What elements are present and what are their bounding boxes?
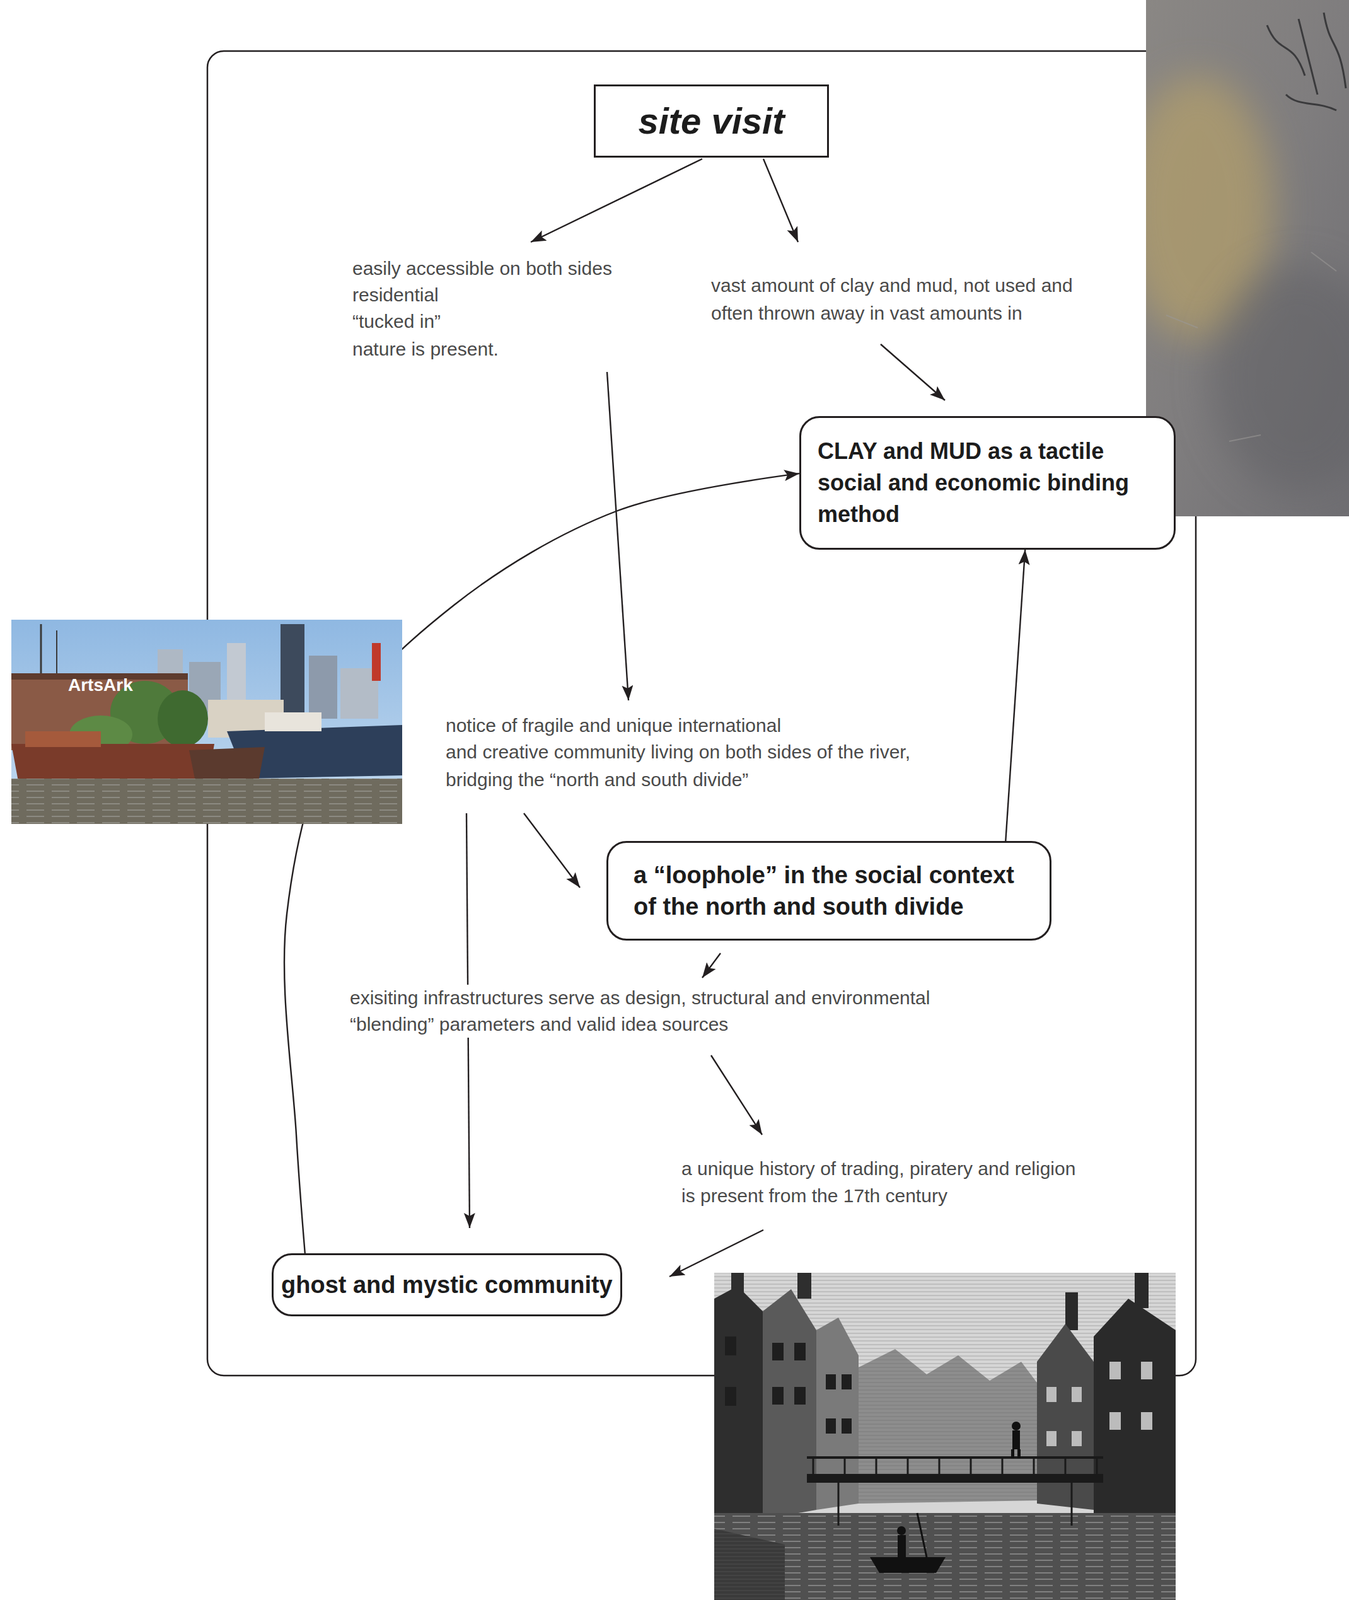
flow-arrow: [702, 953, 721, 978]
note-text: easily accessible on both sides: [350, 255, 614, 282]
harbour-photo: [11, 619, 403, 824]
concept-box: a “loophole” in the social context of th…: [606, 840, 1052, 941]
box-text: site visit: [602, 98, 821, 144]
flow-arrow: [711, 1055, 763, 1135]
note-text: exisiting infrastructures serve as desig…: [347, 984, 932, 1012]
sign-text: ArtsArk: [68, 674, 134, 696]
engraving-picture: [714, 1272, 1176, 1600]
concrete-photo: [1146, 0, 1349, 517]
box-text: ghost and mystic community: [281, 1268, 613, 1301]
note-text: a unique history of trading, piratery an…: [679, 1155, 1078, 1182]
note-text: “tucked in”: [350, 308, 443, 335]
flow-arrow: [530, 158, 703, 243]
flow-arrow: [607, 371, 629, 701]
note-text: vast amount of clay and mud, not used an…: [709, 272, 1075, 299]
start-box: site visit: [593, 84, 829, 158]
concept-box: ghost and mystic community: [271, 1253, 623, 1317]
note-text: bridging the “north and south divide”: [443, 766, 751, 794]
note-text: nature is present.: [350, 335, 501, 363]
box-text: a “loophole” in the social context of th…: [633, 859, 1025, 923]
outer-frame: [207, 51, 1196, 1376]
connector-arrow: [1005, 549, 1025, 841]
note-text: often thrown away in vast amounts in: [709, 300, 1025, 327]
flow-arrow: [880, 344, 945, 401]
note-text: notice of fragile and unique internation…: [443, 712, 783, 739]
note-text: is present from the 17th century: [679, 1182, 950, 1210]
flow-arrow: [669, 1229, 764, 1277]
flow-arrow: [763, 158, 799, 243]
note-text: and creative community living on both si…: [443, 738, 913, 766]
flow-arrow: [523, 813, 580, 888]
box-text: CLAY and MUD as a tactile social and eco…: [817, 435, 1158, 531]
note-text: residential: [350, 281, 441, 309]
note-text: “blending” parameters and valid idea sou…: [347, 1011, 730, 1038]
concept-box: CLAY and MUD as a tactile social and eco…: [799, 416, 1176, 550]
